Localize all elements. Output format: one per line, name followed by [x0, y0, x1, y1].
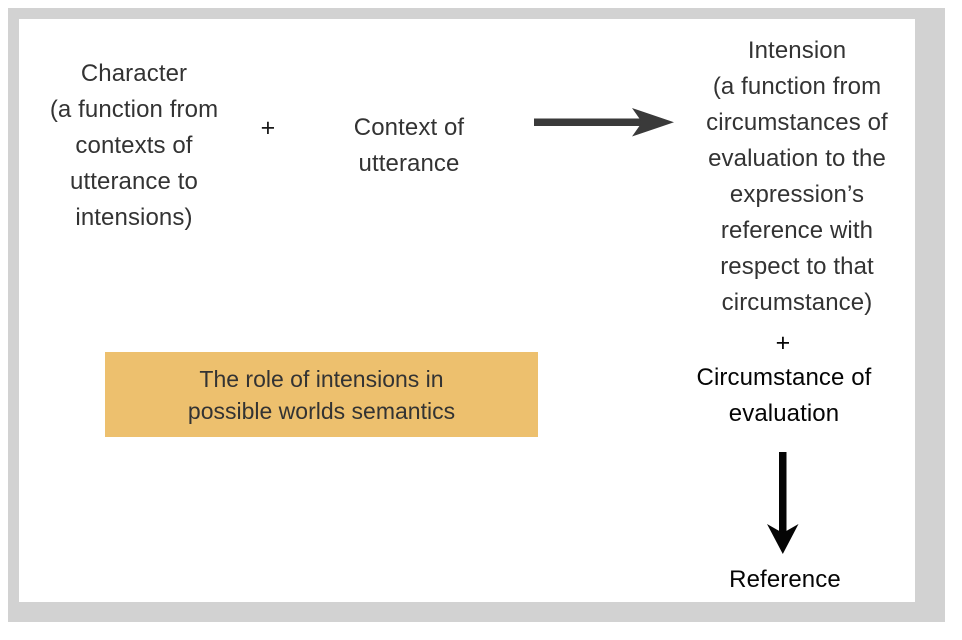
node-character: Character (a function from contexts of u… [49, 60, 219, 231]
node-circumstance-of-evaluation: Circumstance of evaluation [696, 364, 872, 427]
node-context-of-utterance: Context of utterance [353, 114, 465, 177]
node-intension: Intension (a function from circumstances… [706, 37, 888, 316]
figure-frame-inner [19, 19, 915, 602]
caption-box: The role of intensions in possible world… [105, 352, 538, 437]
plus-operator-1: + [260, 114, 276, 142]
arrow-right-icon [534, 104, 676, 144]
node-reference: Reference [729, 566, 841, 593]
arrow-down-icon [758, 452, 808, 556]
plus-operator-2: + [775, 329, 791, 357]
caption-text: The role of intensions in possible world… [187, 365, 456, 424]
